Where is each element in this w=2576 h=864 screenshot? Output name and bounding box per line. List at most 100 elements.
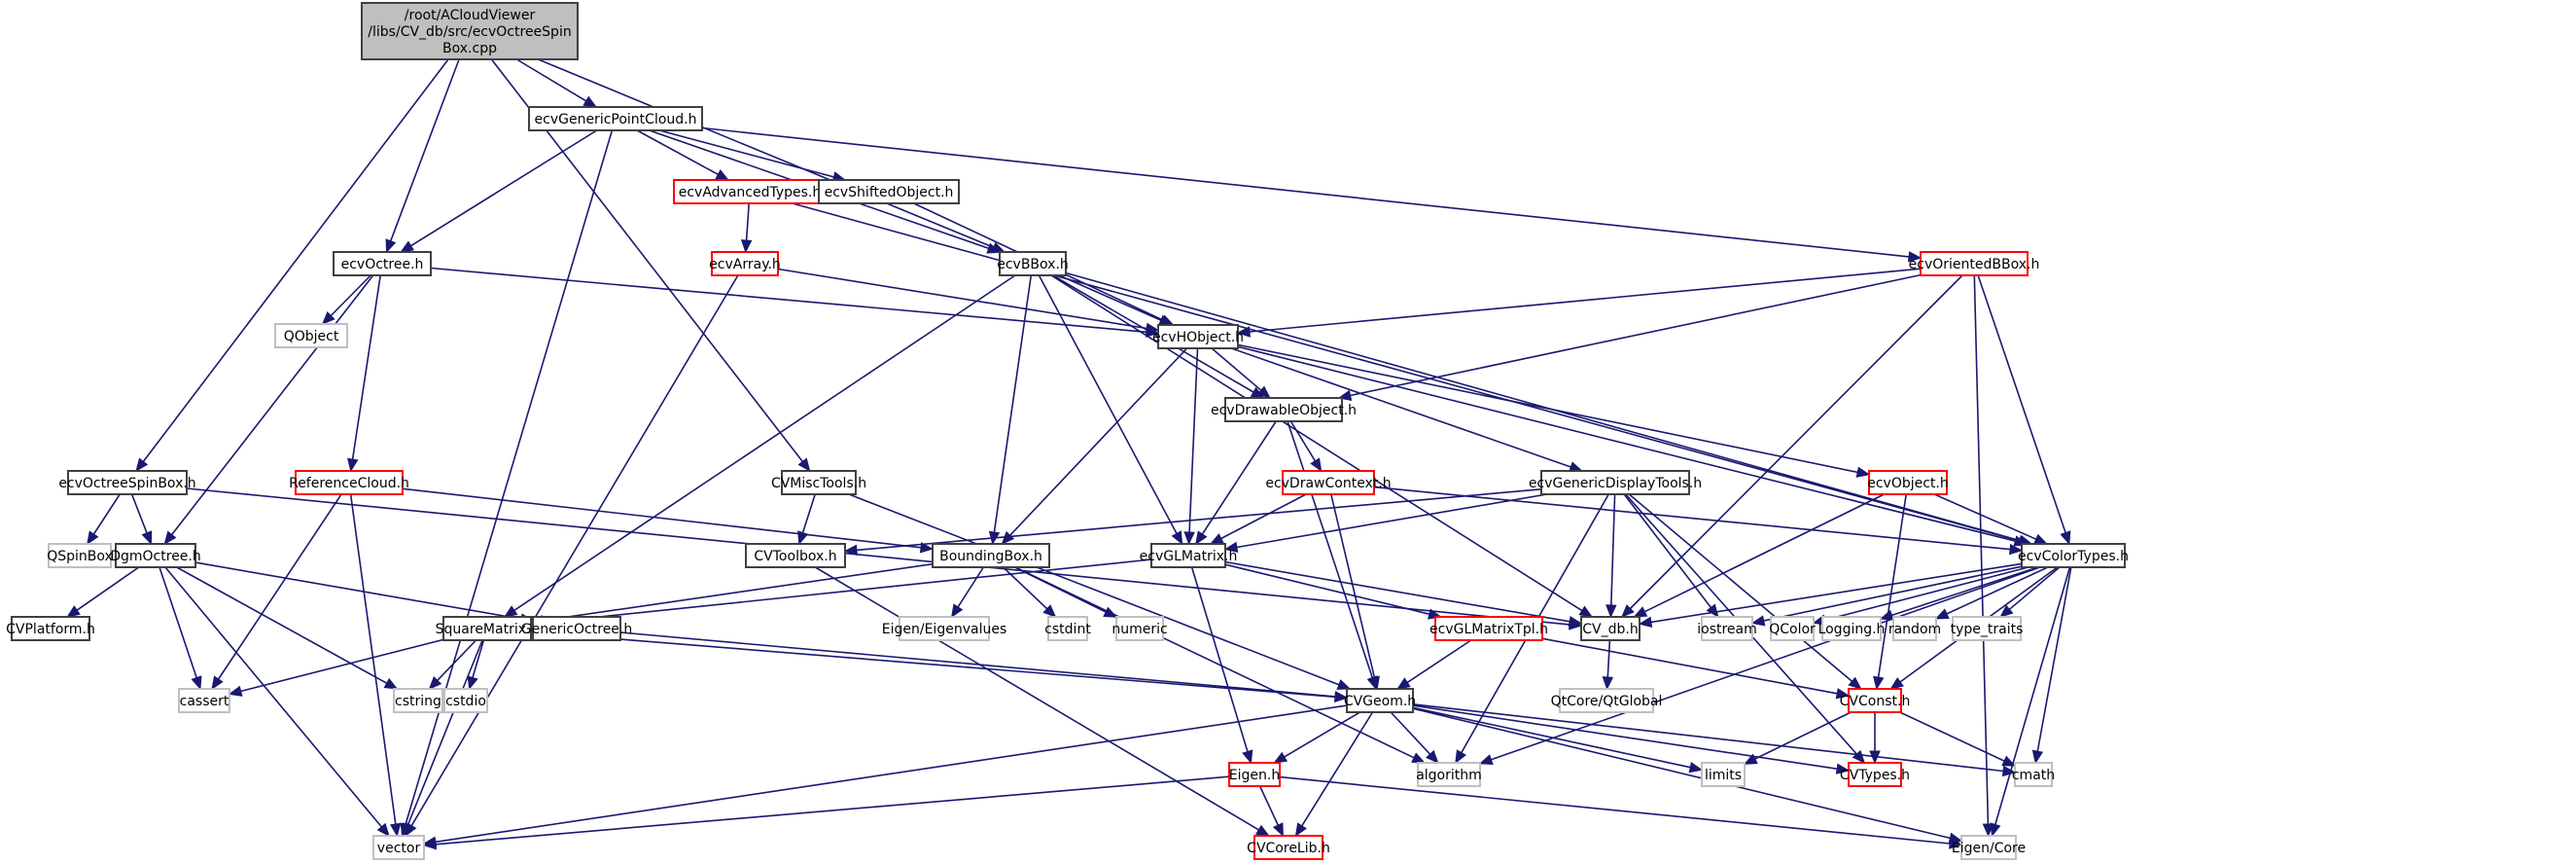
node-box bbox=[999, 251, 1067, 276]
arrowhead-icon bbox=[1455, 749, 1466, 765]
node-label: DgmOctree.h bbox=[110, 549, 201, 564]
node-ecvGenericDisplayTools[interactable]: ecvGenericDisplayTools.h bbox=[1529, 470, 1702, 495]
edge-line bbox=[240, 638, 444, 693]
node-label: BoundingBox.h bbox=[939, 549, 1042, 564]
node-label: ecvColorTypes.h bbox=[2018, 549, 2129, 564]
node-box bbox=[178, 688, 230, 713]
node-ecvGLMatrix[interactable]: ecvGLMatrix.h bbox=[1140, 543, 1238, 568]
node-CVMiscTools[interactable]: CVMiscTools.h bbox=[771, 470, 866, 495]
edge-ecvOctreeSpinBox-to-QSpinBox bbox=[87, 493, 121, 546]
edge-ecvOrientedBBox-to-CV_db bbox=[1621, 274, 1963, 618]
node-label: cstring bbox=[395, 694, 441, 709]
node-CVConst[interactable]: CVConst.h bbox=[1840, 688, 1911, 713]
arrowhead-icon bbox=[400, 240, 415, 253]
node-ecvColorTypes[interactable]: ecvColorTypes.h bbox=[2018, 543, 2129, 568]
node-BoundingBox[interactable]: BoundingBox.h bbox=[932, 543, 1050, 568]
node-box bbox=[1346, 688, 1414, 713]
node-ecvDrawContext[interactable]: ecvDrawContext.h bbox=[1265, 470, 1392, 495]
arrowhead-icon bbox=[383, 677, 399, 690]
edge-line bbox=[435, 704, 1348, 844]
node-CVCoreLib[interactable]: CVCoreLib.h bbox=[1247, 835, 1330, 860]
node-ecvHObject[interactable]: ecvHObject.h bbox=[1152, 324, 1244, 349]
node-box bbox=[295, 470, 404, 495]
node-random: random bbox=[1888, 616, 1941, 641]
node-ReferenceCloud[interactable]: ReferenceCloud.h bbox=[289, 470, 409, 495]
edge-line bbox=[1977, 274, 2066, 533]
node-ecvOctree[interactable]: ecvOctree.h bbox=[333, 251, 432, 276]
arrowhead-icon bbox=[1578, 605, 1594, 618]
arrowhead-icon bbox=[1209, 533, 1224, 545]
node-algorithm: algorithm bbox=[1416, 762, 1482, 787]
edge-ecvBBox-to-SquareMatrix bbox=[503, 274, 1016, 618]
node-EigenEigenvalues: Eigen/Eigenvalues bbox=[882, 616, 1006, 641]
node-ecvObject[interactable]: ecvObject.h bbox=[1867, 470, 1949, 495]
arrowhead-icon bbox=[2009, 543, 2024, 556]
arrowhead-icon bbox=[1568, 615, 1583, 628]
node-CVToolbox[interactable]: CVToolbox.h bbox=[745, 543, 846, 568]
edge-ecvBBox-to-BoundingBox bbox=[988, 274, 1033, 546]
edge-DgmOctree-to-vector bbox=[164, 566, 390, 837]
node-ecvGLMatrixTpl[interactable]: ecvGLMatrixTpl.h bbox=[1429, 616, 1548, 641]
node-ecvOrientedBBox[interactable]: ecvOrientedBBox.h bbox=[1909, 251, 2040, 276]
edge-line bbox=[1994, 566, 2071, 825]
edge-line bbox=[993, 274, 1033, 533]
node-CVGeom[interactable]: CVGeom.h bbox=[1344, 688, 1416, 713]
edge-ecvGenericDisplayTools-to-CVConst bbox=[1628, 493, 1862, 690]
edge-root-to-ecvOctreeSpinBox bbox=[135, 58, 449, 473]
edge-line bbox=[1224, 560, 1570, 623]
arrowhead-icon bbox=[87, 530, 99, 546]
node-CV_db[interactable]: CV_db.h bbox=[1580, 616, 1641, 641]
edge-ecvGLMatrix-to-CV_db bbox=[1224, 560, 1583, 628]
node-GenericOctree[interactable]: GenericOctree.h bbox=[521, 616, 633, 641]
node-ecvAdvancedTypes[interactable]: ecvAdvancedTypes.h bbox=[673, 179, 827, 204]
edge-line bbox=[171, 274, 374, 535]
edge-line bbox=[542, 558, 1152, 624]
edge-line bbox=[957, 566, 984, 608]
edge-line bbox=[530, 630, 1336, 699]
edge-line bbox=[1412, 707, 1951, 840]
edge-ecvColorTypes-to-EigenCore bbox=[1990, 566, 2071, 838]
arrowhead-icon bbox=[1990, 822, 2001, 838]
node-box bbox=[1868, 470, 1948, 495]
arrowhead-icon bbox=[211, 675, 224, 691]
node-QSpinBox: QSpinBox bbox=[47, 543, 113, 568]
node-ecvBBox[interactable]: ecvBBox.h bbox=[997, 251, 1069, 276]
node-ecvArray[interactable]: ecvArray.h bbox=[709, 251, 781, 276]
node-CVTypes[interactable]: CVTypes.h bbox=[1840, 762, 1910, 787]
node-label: Eigen.h bbox=[1229, 768, 1280, 783]
node-ecvGenericPointCloud[interactable]: ecvGenericPointCloud.h bbox=[528, 106, 703, 131]
node-box bbox=[673, 179, 827, 204]
node-DgmOctree[interactable]: DgmOctree.h bbox=[110, 543, 201, 568]
edge-CVGeom-to-algorithm bbox=[1390, 711, 1439, 764]
arrowhead-icon bbox=[503, 605, 518, 618]
node-box bbox=[393, 688, 443, 713]
node-ecvShiftedObject[interactable]: ecvShiftedObject.h bbox=[818, 179, 960, 204]
edge-line bbox=[1284, 711, 1361, 758]
edge-line bbox=[1058, 274, 1162, 321]
edge-CVMiscTools-to-CVGeom bbox=[848, 493, 1352, 690]
edge-line bbox=[701, 126, 1910, 258]
node-label: ecvGLMatrix.h bbox=[1140, 549, 1238, 564]
node-label: Box.cpp bbox=[442, 41, 497, 56]
edge-line bbox=[1237, 345, 2016, 542]
edge-CVGeom-to-CVCoreLib bbox=[1294, 711, 1374, 838]
edge-root-to-ecvBBox bbox=[537, 58, 1006, 253]
node-label: CVGeom.h bbox=[1344, 694, 1416, 709]
edge-line bbox=[1287, 420, 1374, 678]
node-ecvOctreeSpinBox[interactable]: ecvOctreeSpinBox.h bbox=[58, 470, 196, 495]
edge-ecvGenericPointCloud-to-ecvAdvancedTypes bbox=[636, 129, 730, 181]
node-Eigen[interactable]: Eigen.h bbox=[1228, 762, 1281, 787]
node-CVPlatform[interactable]: CVPlatform.h bbox=[6, 616, 95, 641]
edge-line bbox=[1258, 785, 1280, 826]
edge-line bbox=[389, 58, 460, 242]
node-root[interactable]: /root/ACloudViewer/libs/CV_db/src/ecvOct… bbox=[361, 2, 579, 60]
edge-line bbox=[2036, 566, 2072, 752]
node-ecvDrawableObject[interactable]: ecvDrawableObject.h bbox=[1211, 397, 1357, 422]
arrowhead-icon bbox=[1949, 838, 1963, 849]
node-SquareMatrix[interactable]: SquareMatrix.h bbox=[436, 616, 540, 641]
edge-BoundingBox-to-EigenEigenvalues bbox=[951, 566, 984, 619]
node-cassert: cassert bbox=[178, 688, 230, 713]
arrowhead-icon bbox=[1835, 688, 1851, 700]
edge-ecvArray-to-ecvHObject bbox=[777, 268, 1160, 335]
